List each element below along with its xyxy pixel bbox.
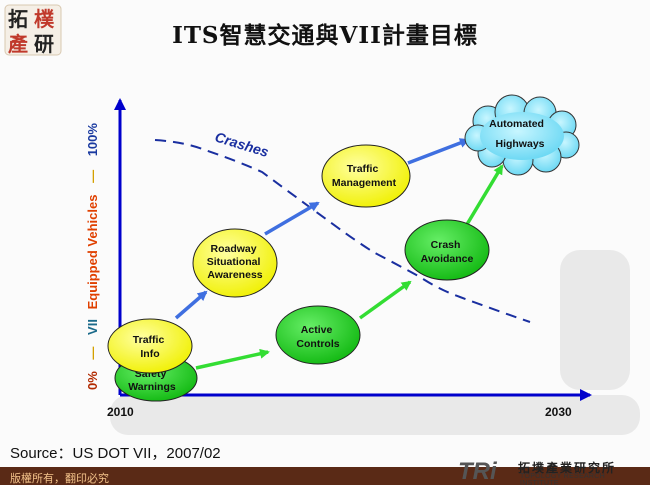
roadway-line-2: Situational xyxy=(207,256,261,268)
y-axis-equipped-label: Equipped Vehicles xyxy=(85,195,100,310)
copyright-notice: 版權所有，翻印必究 xyxy=(10,473,109,485)
crashes-label: Crashes xyxy=(213,129,271,161)
node-automated-highways xyxy=(464,94,580,176)
brand-logo: TRi 拓墣產業研究所 TOPOLOGY RESEARCH INSTITUTE xyxy=(456,458,646,487)
arrow-roadway-to-management xyxy=(264,201,320,236)
crash-avoidance-line-2: Avoidance xyxy=(421,253,474,265)
brand-mark: TRi xyxy=(458,458,497,485)
arrow-info-to-roadway xyxy=(174,290,208,320)
logo: 拓 樸 產 研 xyxy=(4,4,62,56)
svg-text:Crash Avoidance: Crash Avoidance xyxy=(421,239,474,265)
y-axis-dash-2: — xyxy=(85,170,100,183)
svg-text:Traffic Management: Traffic Management xyxy=(332,163,397,189)
crash-avoidance-line-1: Crash xyxy=(431,239,461,251)
logo-char-1: 拓 xyxy=(8,7,28,31)
arrow-avoidance-to-highways xyxy=(464,164,504,227)
y-axis-bottom-label: 0% xyxy=(85,371,100,390)
x-axis-end-label: 2030 xyxy=(545,405,572,419)
roadway-line-3: Awareness xyxy=(207,269,262,281)
footer-bar xyxy=(0,467,650,485)
node-active-controls xyxy=(275,305,361,365)
traffic-management-line-2: Management xyxy=(332,177,397,189)
brand-subtitle: TOPOLOGY RESEARCH INSTITUTE xyxy=(520,473,605,487)
traffic-info-line-2: Info xyxy=(140,348,159,360)
svg-text:Active Controls: Active Controls xyxy=(296,324,339,350)
crashes-trend-line xyxy=(154,139,531,323)
arrow-warnings-to-controls xyxy=(195,348,270,370)
safety-warnings-line-2: Warnings xyxy=(128,381,176,393)
logo-char-4: 研 xyxy=(34,32,54,56)
svg-text:0% — VII: 0% — VII Equipped Vehicles — 100% xyxy=(85,123,100,390)
traffic-management-line-1: Traffic xyxy=(347,163,379,175)
node-crash-avoidance xyxy=(404,219,490,281)
active-controls-line-2: Controls xyxy=(296,338,339,350)
active-controls-line-1: Active xyxy=(301,324,333,336)
y-axis-dash-1: — xyxy=(85,347,100,360)
automated-highways-line-1: Automated xyxy=(489,118,544,130)
svg-text:Automated Highways: Automated Highways xyxy=(489,118,547,150)
arrow-management-to-highways xyxy=(407,138,470,165)
svg-text:Roadway Situational: Roadway Situational Awareness xyxy=(207,243,264,281)
node-roadway-awareness xyxy=(192,228,278,298)
y-axis-label: 0% — VII Equipped Vehicles — 100% xyxy=(85,123,100,390)
traffic-info-line-1: Traffic xyxy=(133,334,165,346)
logo-char-3: 產 xyxy=(8,32,28,56)
page-title: ITS智慧交通與VII計畫目標 xyxy=(172,22,478,49)
node-traffic-info xyxy=(107,318,193,374)
svg-text:Traffic Info: Traffic Info xyxy=(133,334,167,360)
node-traffic-management xyxy=(321,144,411,208)
roadway-line-1: Roadway xyxy=(210,243,256,255)
logo-char-2: 樸 xyxy=(34,7,55,31)
source-citation: Source：US DOT VII，2007/02 xyxy=(10,445,221,462)
y-axis-top-label: 100% xyxy=(85,123,100,157)
brand-name: 拓墣產業研究所 xyxy=(518,461,617,475)
automated-highways-line-2: Highways xyxy=(495,138,544,150)
arrow-controls-to-avoidance xyxy=(358,280,412,320)
x-axis-start-label: 2010 xyxy=(107,405,134,419)
y-axis-vii-label: VII xyxy=(85,319,100,335)
